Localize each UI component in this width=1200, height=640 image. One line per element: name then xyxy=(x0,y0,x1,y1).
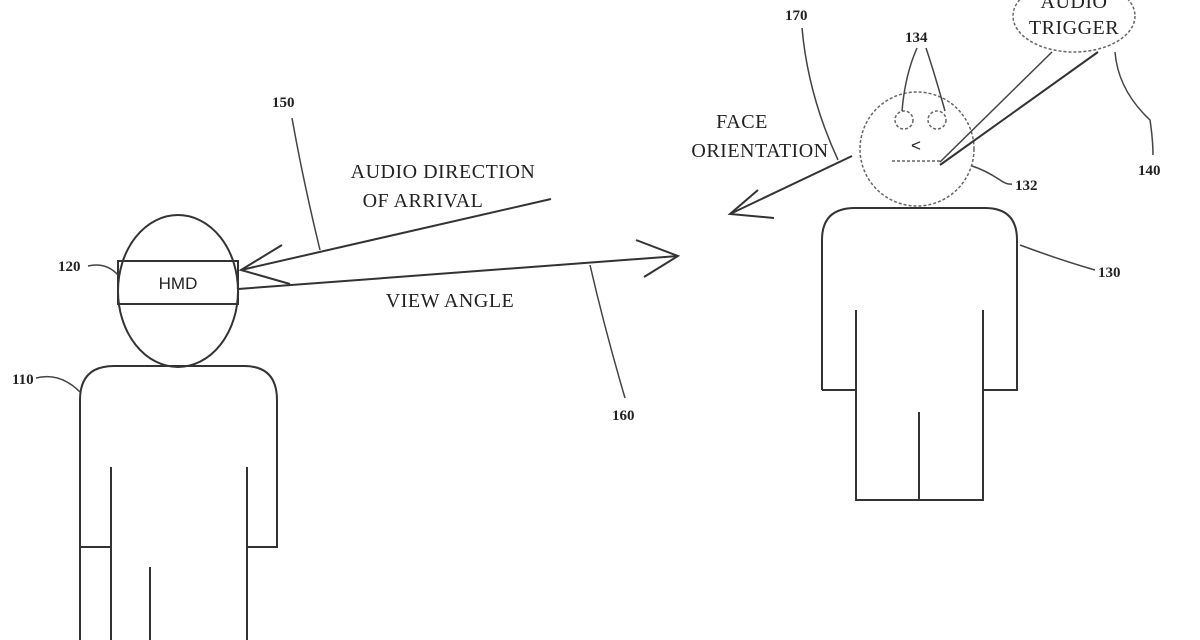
ref-130: 130 xyxy=(1098,265,1121,281)
audio-doa-label-1: AUDIO DIRECTION xyxy=(351,161,536,183)
view-angle-arrow xyxy=(237,239,681,290)
audio-trigger-bubble: AUDIO TRIGGER xyxy=(939,0,1136,166)
ref-132: 132 xyxy=(1015,178,1038,194)
hmd-device xyxy=(117,260,239,305)
ref-160: 160 xyxy=(612,408,635,424)
audio-trigger-label-2: TRIGGER xyxy=(1029,17,1119,39)
user-figure: HMD xyxy=(79,214,278,640)
eye-right xyxy=(927,110,947,130)
eye-left xyxy=(894,110,914,130)
face-orientation-label-1: FACE xyxy=(716,111,768,133)
audio-trigger-label-1: AUDIO xyxy=(1041,0,1108,13)
audio-doa-arrow xyxy=(238,198,552,285)
ref-170: 170 xyxy=(785,8,808,24)
face-outline xyxy=(859,91,975,207)
other-person-figure: < xyxy=(821,91,1018,501)
ref-140: 140 xyxy=(1138,163,1161,179)
audio-doa-label-2: OF ARRIVAL xyxy=(363,190,484,212)
ref-150: 150 xyxy=(272,95,295,111)
ref-110: 110 xyxy=(12,372,34,388)
hmd-label: HMD xyxy=(159,274,198,293)
ref-134: 134 xyxy=(905,30,928,46)
view-angle-label: VIEW ANGLE xyxy=(386,290,515,312)
other-person-body xyxy=(821,207,1018,501)
face-nose-symbol: < xyxy=(911,136,921,155)
other-person-body-inner-lines xyxy=(855,310,984,500)
face-orientation-label-2: ORIENTATION xyxy=(691,140,828,162)
face-orientation-arrow xyxy=(727,155,853,219)
ref-120: 120 xyxy=(58,259,81,275)
user-body-inner-lines xyxy=(110,467,248,640)
